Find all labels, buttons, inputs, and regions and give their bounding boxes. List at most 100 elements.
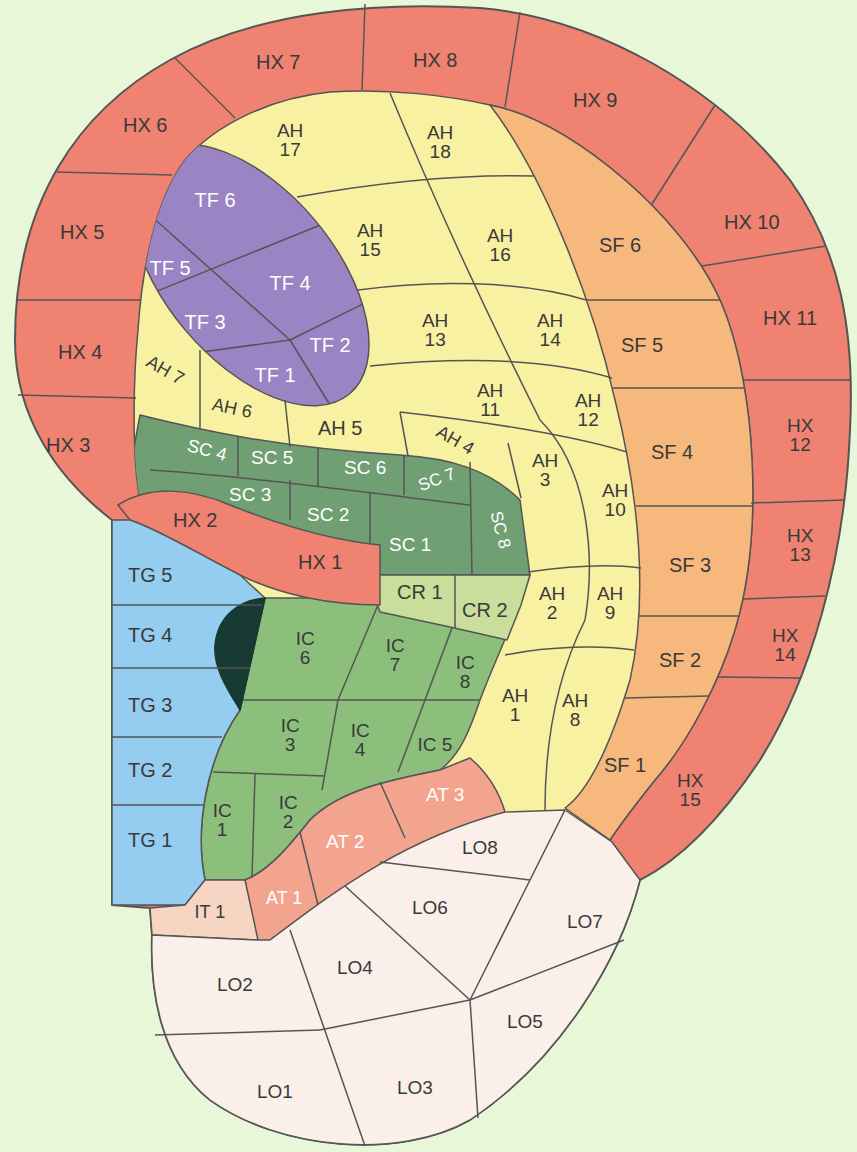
zone-divider (237, 437, 239, 476)
region-label: LO7 (567, 911, 603, 933)
region-label: IC 1 (206, 801, 238, 839)
region-label: CR 2 (462, 599, 508, 622)
region-label: AH 5 (318, 417, 362, 440)
region-label: IC 2 (272, 793, 304, 831)
scapha-zone (490, 105, 753, 840)
region-label: HX 2 (173, 509, 217, 532)
zone-divider (403, 455, 405, 495)
region-label: HX 4 (58, 341, 102, 364)
region-label: LO6 (412, 897, 448, 919)
region-label: SF 5 (621, 334, 663, 357)
region-label: IC 6 (289, 629, 321, 667)
region-label: SC 5 (251, 447, 293, 469)
zone-divider (505, 12, 520, 107)
triangular-fossa-zone (85, 102, 414, 449)
zone-divider (345, 886, 470, 1000)
region-label: AH 17 (274, 121, 306, 159)
zone-divider (639, 615, 738, 617)
region-label: AT 1 (266, 888, 302, 909)
zone-divider (370, 360, 612, 378)
zone-divider (470, 1000, 478, 1118)
zone-divider (112, 736, 222, 738)
zone-divider (165, 340, 290, 357)
region-label: IC 3 (274, 716, 306, 754)
zone-divider (652, 105, 715, 204)
region-label: IC 8 (449, 653, 481, 691)
region-label: TG 5 (128, 564, 172, 587)
region-label: TF 5 (150, 257, 191, 280)
zone-divider (717, 677, 800, 678)
region-label: CR 1 (397, 581, 443, 604)
region-label: AH 6 (210, 394, 254, 423)
region-label: SF 2 (659, 649, 701, 672)
region-label: AH 18 (424, 123, 456, 161)
zone-divider (300, 832, 318, 905)
zone-divider (252, 774, 255, 878)
zone-divider (369, 492, 371, 543)
zone-divider (358, 283, 586, 300)
zone-divider (400, 412, 408, 456)
zone-divider (289, 480, 291, 520)
zone-divider (362, 4, 365, 90)
region-label: IC 7 (379, 636, 411, 674)
region-label: HX 5 (60, 221, 104, 244)
region-label: TG 1 (128, 829, 172, 852)
region-label: AH 2 (536, 584, 568, 622)
zone-divider (751, 500, 845, 503)
zone-divider (380, 862, 530, 880)
black-spot (215, 598, 265, 710)
region-label: TF 6 (195, 189, 236, 212)
region-label: HX 6 (123, 114, 167, 137)
region-label: AH 7 (142, 351, 187, 389)
zone-divider (528, 566, 641, 572)
region-label: SC 1 (389, 534, 431, 556)
region-label: LO4 (337, 957, 373, 979)
region-label: HX 14 (769, 626, 801, 664)
region-label: SF 1 (604, 754, 646, 777)
zone-divider (636, 505, 752, 507)
region-label: LO2 (217, 974, 253, 996)
zone-divider (702, 246, 826, 266)
region-label: AH 4 (432, 421, 477, 459)
zone-divider (505, 647, 634, 655)
region-label: AH 12 (572, 391, 604, 429)
region-label: SC 4 (185, 435, 229, 466)
region-label: AH 11 (474, 381, 506, 419)
region-label: AH 3 (529, 451, 561, 489)
region-label: HX 9 (573, 89, 617, 112)
tragus-zone (112, 520, 265, 905)
region-label: AT 3 (426, 784, 464, 806)
region-label: TG 4 (128, 624, 172, 647)
region-label: TG 2 (128, 759, 172, 782)
region-label: HX 7 (256, 51, 300, 74)
zone-divider (213, 772, 325, 776)
region-label: SF 3 (669, 554, 711, 577)
zone-divider (322, 605, 378, 790)
zone-divider (470, 880, 530, 1000)
zone-divider (624, 696, 709, 698)
zone-divider (743, 596, 825, 599)
zone-divider (297, 176, 534, 197)
region-label: SC 6 (344, 457, 386, 479)
region-label: AH 13 (419, 311, 451, 349)
region-label: TF 1 (255, 364, 296, 387)
region-label: HX 10 (724, 211, 780, 234)
zone-divider (243, 699, 480, 701)
zone-dividers (16, 4, 851, 1146)
region-label: IT 1 (195, 902, 226, 923)
zone-divider (175, 58, 235, 118)
region-label: SC 2 (307, 504, 349, 526)
zone-divider (320, 1000, 470, 1030)
region-label: AH 16 (484, 226, 516, 264)
zone-divider (390, 93, 589, 810)
region-label: LO1 (257, 1081, 293, 1103)
zone-divider (317, 447, 319, 486)
zone-divider (586, 299, 720, 301)
region-label: AT 2 (326, 831, 364, 853)
region-label: TF 2 (310, 334, 351, 357)
region-label: SF 6 (599, 234, 641, 257)
zone-divider (112, 667, 250, 669)
region-label: SC 7 (416, 464, 458, 496)
